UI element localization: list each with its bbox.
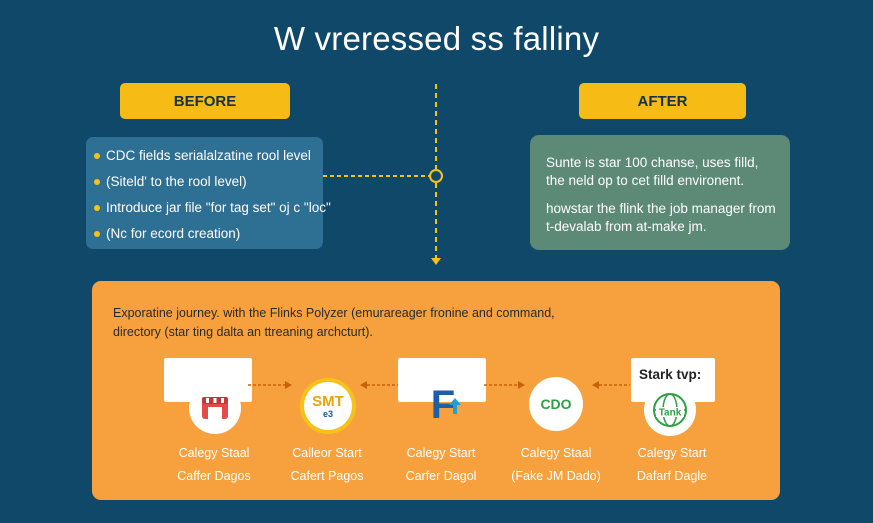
journey-panel: Exporatine journey. with the Flinks Poly… [92,281,780,500]
svg-text:Tank: Tank [659,408,682,419]
step-caption: Calegy Staal Caffer Dagos [177,446,251,483]
arrow-right-icon [285,381,292,389]
panel-description: Exporatine journey. with the Flinks Poly… [113,306,555,339]
arrow-left-icon [360,381,367,389]
after-paragraph: howstar the flink the job manager from t… [546,201,776,234]
step-card [398,358,486,402]
step-caption: Calleor Start Cafert Pagos [290,446,364,483]
smt-badge-icon: SMT e3 [300,378,356,434]
bullet-dot-icon [94,231,100,237]
bullet-dot-icon [94,153,100,159]
flink-f-icon: F [425,384,461,426]
arrow-right-icon [518,381,525,389]
bullet-dot-icon [94,205,100,211]
before-list: CDC fields serialalzatine rool level (Si… [94,145,331,249]
bullet-dot-icon [94,179,100,185]
before-item: CDC fields serialalzatine rool level [94,145,317,171]
cdo-icon: CDO [529,377,583,431]
after-label: AFTER [579,83,746,119]
step-caption: Calegy Start Dafarf Dagle [636,446,708,483]
step-caption: Calegy Start Carfer Dagol [405,446,477,483]
before-item: (Nc for ecord creation) [94,223,317,249]
before-label: BEFORE [120,83,290,119]
gate-icon [189,382,241,434]
page-title: W vreressed ss fallіny [273,20,600,57]
step-arrows [248,381,630,389]
before-box: CDC fields serialalzatine rool level (Si… [86,137,331,249]
start-card-label: Stark tvp: [639,367,702,382]
after-box: Sunte is star 100 chanse, uses filld, th… [530,135,790,250]
arrow-left-icon [592,381,599,389]
junction-circle-icon [429,169,443,183]
step-caption: Calegy Staal (Fake JM Dado) [511,446,601,483]
arrow-down-icon [431,258,441,265]
tank-globe-icon: Tank [644,384,696,436]
before-item: (Siteld' to the rool level) [94,171,317,197]
before-item: Introduce jar file "for tag set" oj c "l… [94,197,331,223]
after-paragraph: Sunte is star 100 chanse, uses filld, th… [546,155,759,188]
